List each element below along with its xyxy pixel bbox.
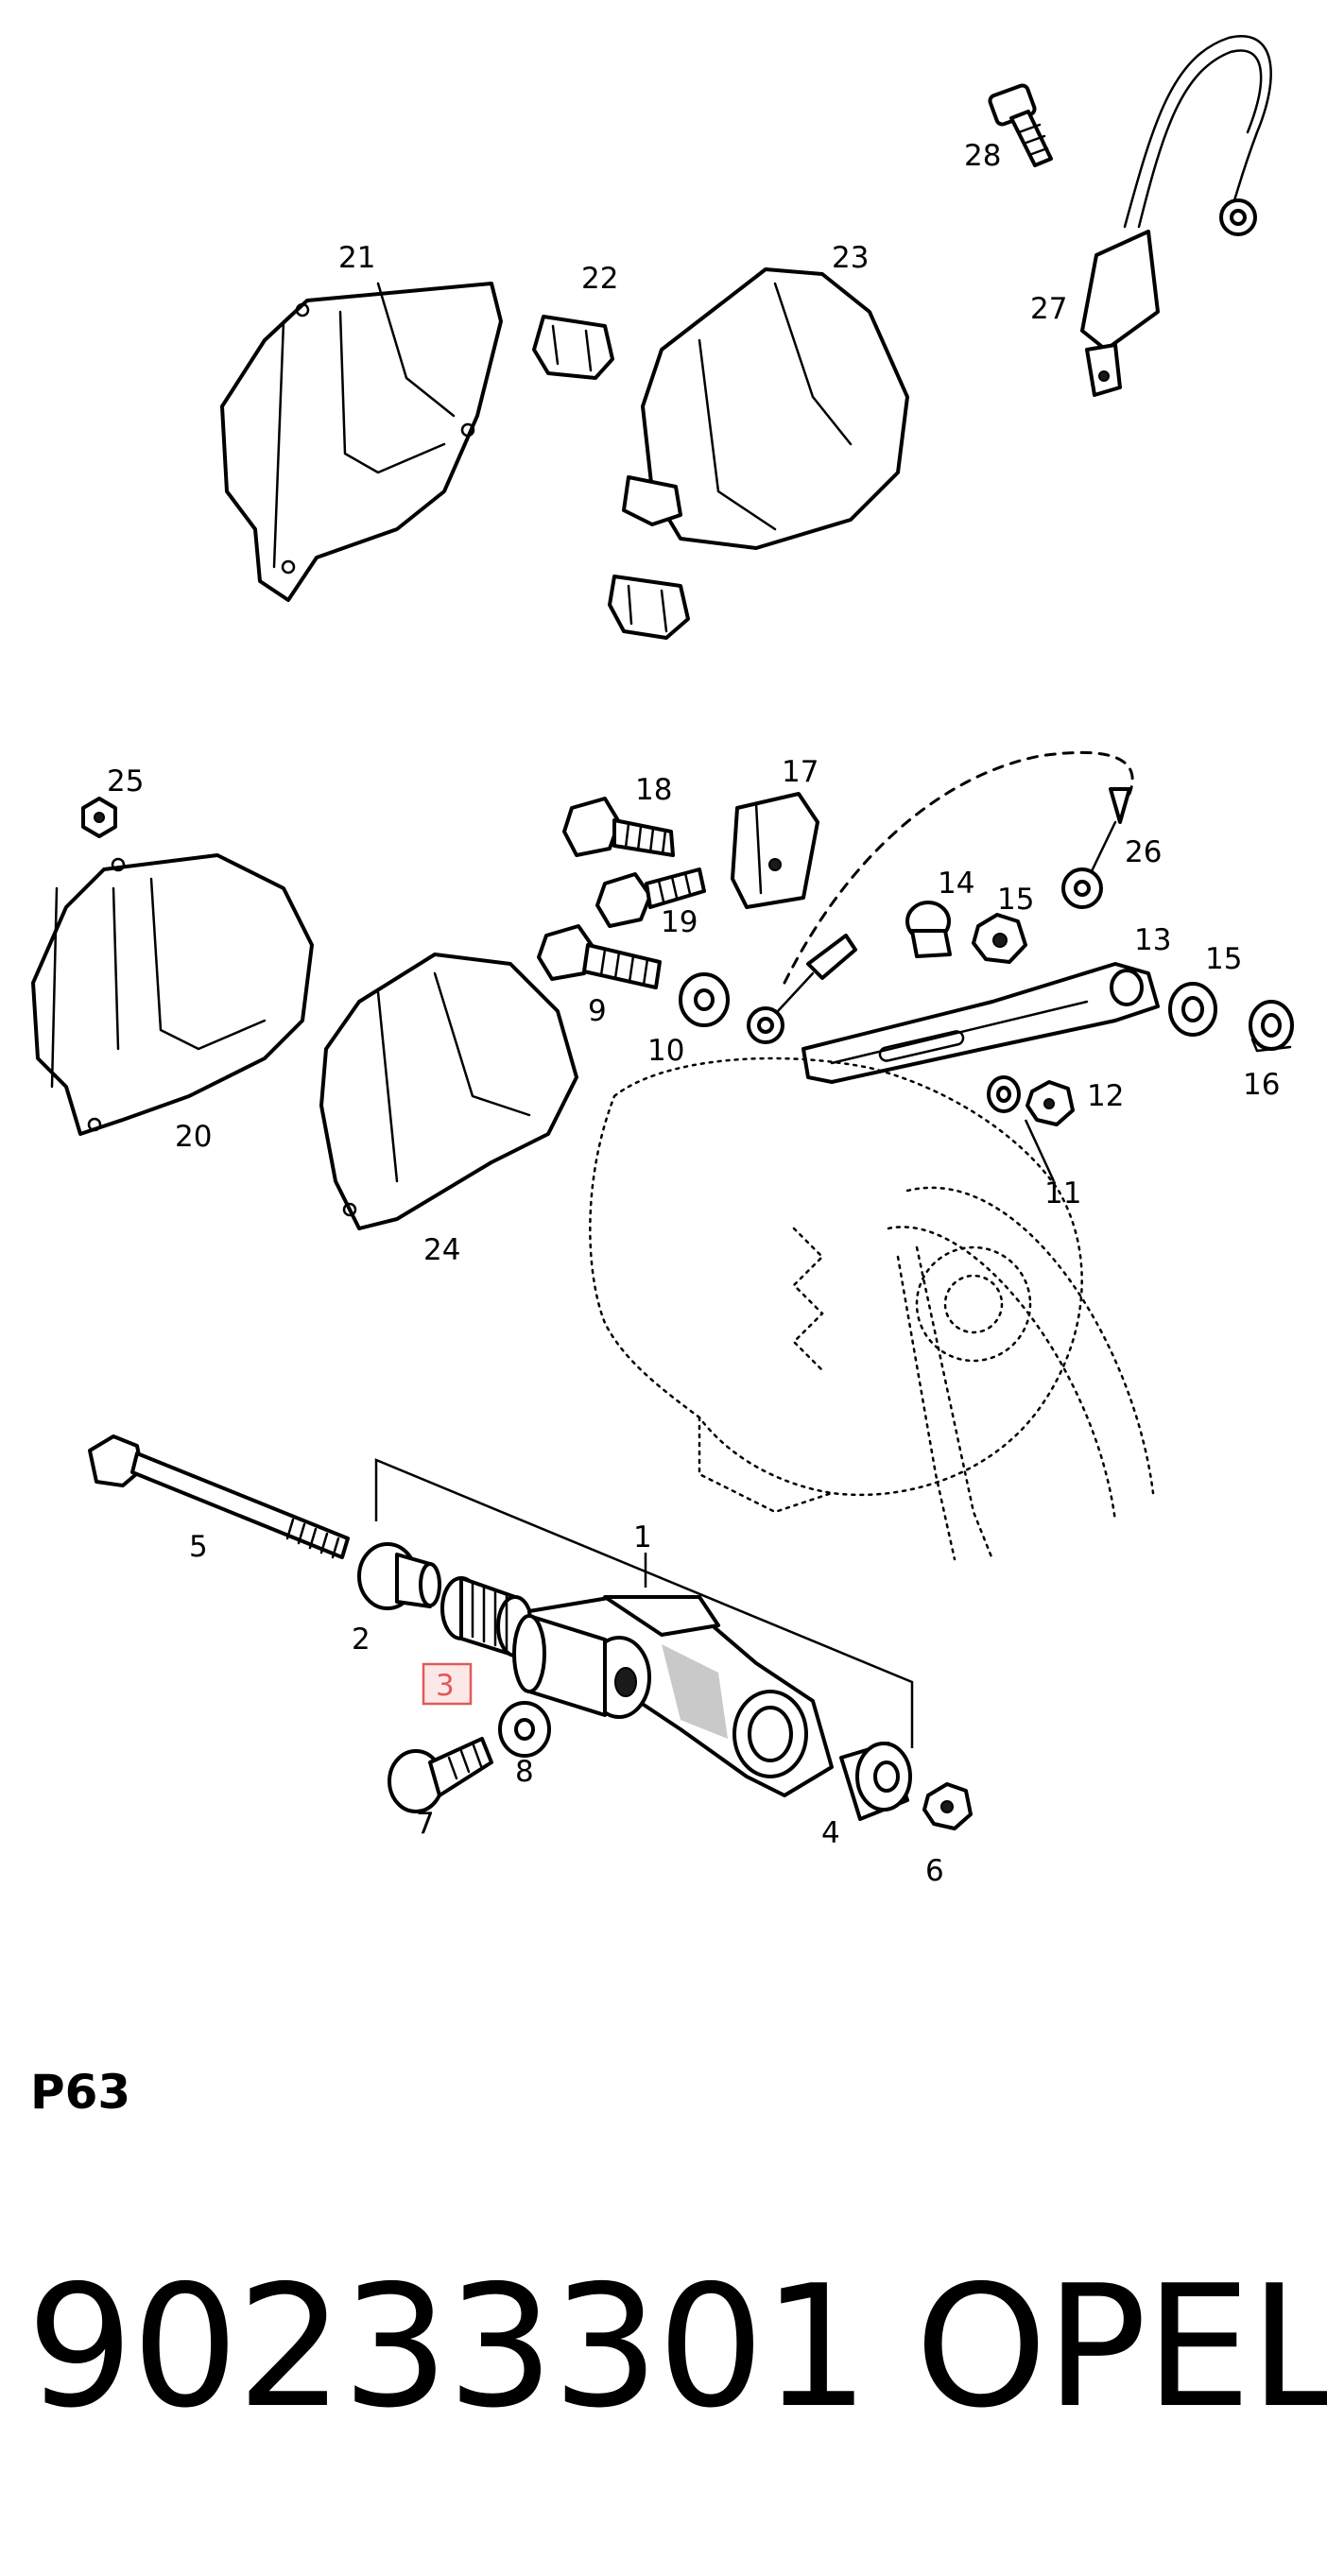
part-8-washer xyxy=(498,1701,551,1758)
callout-1: 1 xyxy=(633,1520,652,1554)
tensioner-body xyxy=(512,1595,834,1797)
part-5-long-bolt xyxy=(88,1434,350,1559)
part-3-bushing xyxy=(440,1576,534,1657)
part-11-washer xyxy=(987,1075,1021,1113)
callout-16: 16 xyxy=(1243,1068,1280,1102)
part-13-adjusting-strap xyxy=(801,962,1160,1084)
callout-3: 3 xyxy=(436,1669,455,1703)
part-22-clip xyxy=(532,315,614,380)
callout-18: 18 xyxy=(635,773,672,807)
callout-5: 5 xyxy=(189,1530,208,1564)
part-15-bushing xyxy=(1168,982,1217,1037)
callout-1-bracket xyxy=(374,1458,914,1748)
part-27-ground-strap xyxy=(1080,35,1272,397)
part-18-bolt xyxy=(562,797,675,857)
part-14-spacer xyxy=(905,901,952,958)
callout-15b: 15 xyxy=(1205,942,1242,976)
callout-28: 28 xyxy=(964,139,1001,173)
callout-11: 11 xyxy=(1044,1176,1081,1211)
callout-12: 12 xyxy=(1087,1079,1124,1113)
part-15-nut xyxy=(972,913,1027,964)
callout-20: 20 xyxy=(175,1120,212,1154)
part-21-cover xyxy=(220,282,503,602)
part-7-bolt xyxy=(388,1737,493,1813)
part-28-bolt xyxy=(988,83,1053,167)
callout-10: 10 xyxy=(647,1034,684,1068)
leader-11 xyxy=(1024,1119,1056,1182)
callout-24: 24 xyxy=(423,1233,460,1267)
callout-21: 21 xyxy=(338,241,375,275)
manufacturer-name: OPEL xyxy=(915,2249,1327,2445)
part-19-bolt xyxy=(595,867,706,928)
callout-6: 6 xyxy=(925,1854,944,1888)
callout-17: 17 xyxy=(782,755,819,789)
callout-13: 13 xyxy=(1134,923,1171,957)
callout-27: 27 xyxy=(1030,292,1067,326)
callout-19: 19 xyxy=(661,905,698,939)
part-17-bracket xyxy=(731,792,819,909)
callout-15a: 15 xyxy=(997,883,1034,917)
callout-26: 26 xyxy=(1125,835,1162,869)
callout-14: 14 xyxy=(938,867,974,901)
part-10-washer xyxy=(679,972,730,1027)
part-24-cover xyxy=(319,953,578,1230)
callout-9: 9 xyxy=(588,994,607,1028)
diagram-code: P63 xyxy=(30,2065,131,2120)
part-number: 90233301 xyxy=(26,2249,870,2445)
callout-8: 8 xyxy=(515,1755,534,1789)
part-2-bushing xyxy=(357,1542,441,1610)
alternator-outline xyxy=(589,1056,1155,1561)
part-16-bushing xyxy=(1249,1000,1294,1053)
callout-3-highlight xyxy=(422,1662,473,1706)
part-4-bushing xyxy=(839,1742,912,1821)
callout-2: 2 xyxy=(352,1623,371,1657)
part-25-nut xyxy=(81,797,117,838)
callout-23: 23 xyxy=(832,241,869,275)
part-23-cover xyxy=(608,267,909,640)
callout-7: 7 xyxy=(416,1807,435,1841)
callout-25: 25 xyxy=(107,764,144,799)
callout-4: 4 xyxy=(821,1816,840,1850)
callout-22: 22 xyxy=(581,262,618,296)
part-12-nut xyxy=(1025,1080,1075,1126)
part-9-bolt xyxy=(537,924,662,989)
part-20-cover xyxy=(31,853,314,1136)
part-6-nut xyxy=(922,1782,973,1830)
part-26-wire-harness xyxy=(747,750,1134,1044)
